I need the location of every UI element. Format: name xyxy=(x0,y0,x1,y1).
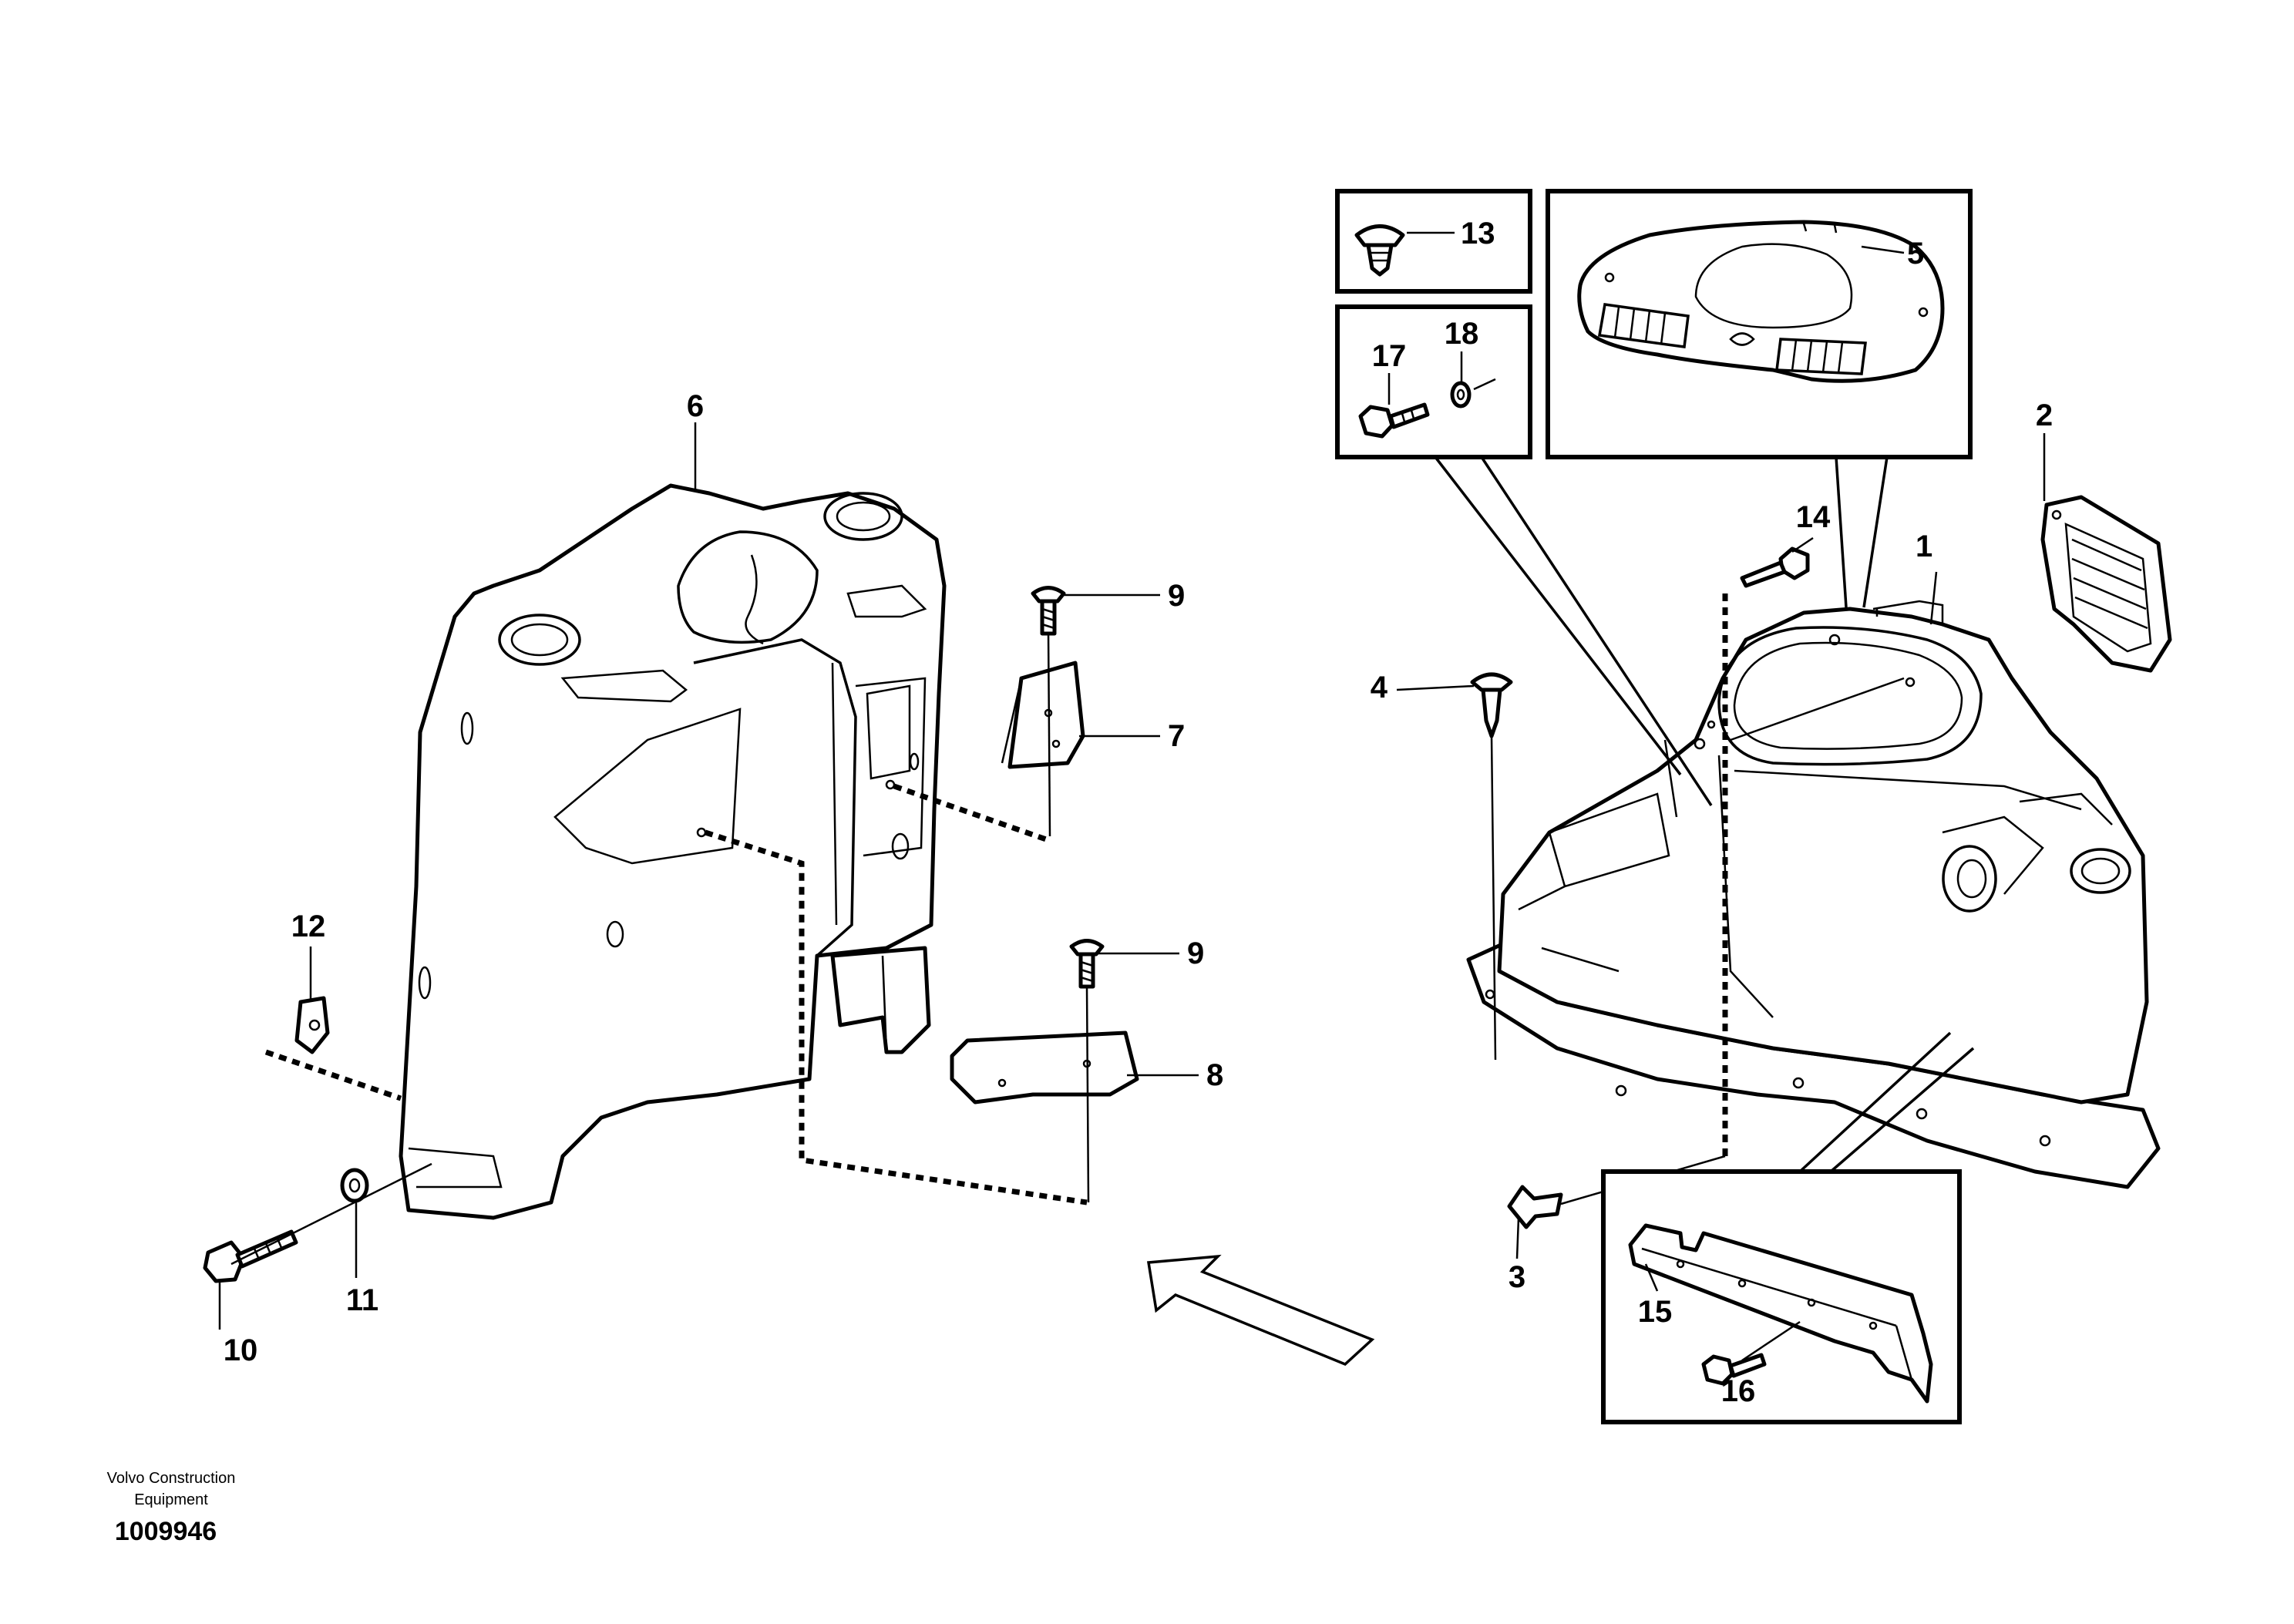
callout-1: 1 xyxy=(1916,530,1932,563)
callout-13: 13 xyxy=(1461,217,1495,250)
part-6-frame xyxy=(399,483,947,1220)
callout-4: 4 xyxy=(1371,671,1388,704)
detail-box-15-16 xyxy=(1601,1169,1962,1424)
callout-2: 2 xyxy=(2036,398,2053,432)
footer: Volvo Construction Equipment 1009946 xyxy=(107,1470,236,1546)
callout-12: 12 xyxy=(291,910,326,943)
callout-6: 6 xyxy=(687,389,704,423)
callout-8: 8 xyxy=(1206,1058,1223,1092)
callout-3: 3 xyxy=(1509,1260,1525,1294)
rivet-4 xyxy=(1470,672,1513,738)
detail-box-17-18 xyxy=(1335,304,1532,459)
callout-16: 16 xyxy=(1721,1374,1756,1408)
detail-box-5 xyxy=(1546,189,1973,459)
part-2-grille xyxy=(2040,495,2172,673)
callout-18: 18 xyxy=(1445,317,1479,351)
callout-15: 15 xyxy=(1638,1295,1673,1329)
callout-7: 7 xyxy=(1168,719,1185,753)
callout-14: 14 xyxy=(1796,500,1831,534)
brand-line-2: Equipment xyxy=(134,1491,208,1508)
screw-9-top xyxy=(1031,586,1066,636)
washer-11 xyxy=(340,1168,369,1203)
brand-line-1: Volvo Construction xyxy=(107,1470,236,1487)
part-7-bracket xyxy=(1001,661,1085,769)
bolt-14 xyxy=(1740,546,1810,588)
detail-box-13 xyxy=(1335,189,1532,294)
callout-9-bottom: 9 xyxy=(1187,936,1204,970)
part-8-plate xyxy=(950,1031,1139,1105)
callout-10: 10 xyxy=(224,1333,258,1367)
callout-11: 11 xyxy=(346,1283,378,1317)
callout-5: 5 xyxy=(1907,237,1924,271)
assembly-lines-left xyxy=(230,631,1090,1266)
drawing-number: 1009946 xyxy=(115,1517,217,1546)
callout-9-top: 9 xyxy=(1168,579,1185,613)
callout-leaders xyxy=(218,231,2046,1362)
direction-arrow xyxy=(1146,1254,1375,1367)
screw-9-bottom xyxy=(1069,939,1105,989)
detail-box-connectors xyxy=(1434,456,1975,1173)
callout-labels: 1 2 3 4 5 6 7 8 9 9 10 11 12 13 14 15 16… xyxy=(224,217,2053,1408)
bolt-10 xyxy=(203,1229,298,1283)
clip-3 xyxy=(1507,1185,1563,1229)
part-1-housing xyxy=(1466,600,2161,1189)
part-12-clip xyxy=(294,996,330,1054)
callout-17: 17 xyxy=(1372,339,1407,373)
